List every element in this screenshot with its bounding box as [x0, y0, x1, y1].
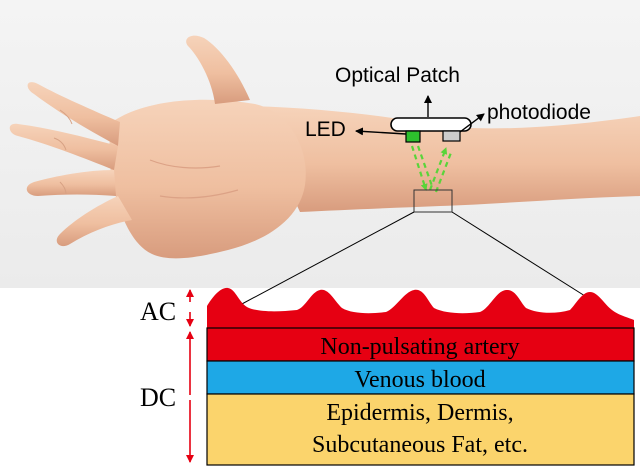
photodiode-sensor-icon — [443, 131, 460, 141]
tissue-layer-stack: Non-pulsating artery Venous blood Epider… — [207, 328, 634, 465]
led-emitter-icon — [406, 131, 420, 142]
photodiode-label: photodiode — [487, 101, 591, 124]
tissue-layer-label-line1: Epidermis, Dermis, — [326, 400, 513, 426]
ac-label: AC — [140, 297, 176, 326]
led-label: LED — [305, 118, 346, 141]
optical-patch-label: Optical Patch — [335, 64, 460, 87]
tissue-layer-label-line2: Subcutaneous Fat, etc. — [312, 432, 528, 458]
venous-layer-label: Venous blood — [354, 367, 485, 393]
artery-layer-label: Non-pulsating artery — [320, 334, 519, 360]
dc-label: DC — [140, 383, 176, 412]
pulsatile-blood-wave — [207, 288, 634, 328]
